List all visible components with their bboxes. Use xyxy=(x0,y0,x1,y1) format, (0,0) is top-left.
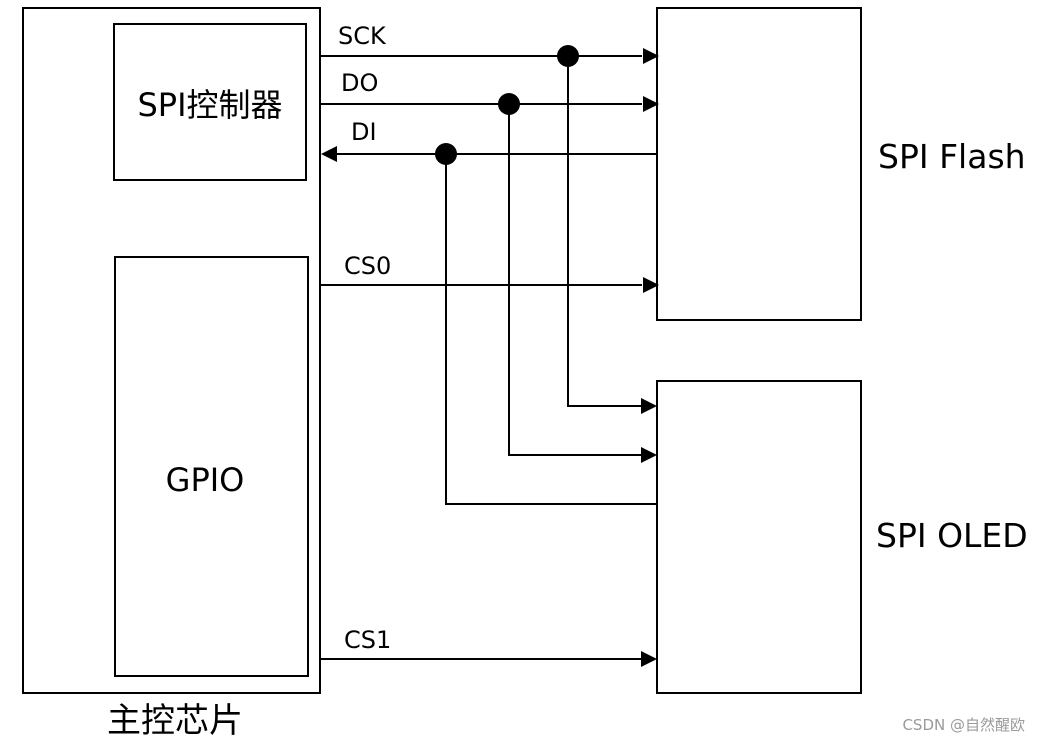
spi-oled-label: SPI OLED xyxy=(876,516,1028,555)
cs1-line xyxy=(320,651,657,667)
main-chip-box xyxy=(22,7,321,694)
cs1-label: CS1 xyxy=(344,626,391,654)
main-chip-label: 主控芯片 xyxy=(107,701,243,741)
di-label: DI xyxy=(351,118,377,146)
spi-controller-label: SPI控制器 xyxy=(137,86,282,124)
sck-label: SCK xyxy=(338,22,387,50)
gpio-label: GPIO xyxy=(166,461,245,499)
watermark: CSDN @自然醒欧 xyxy=(902,716,1025,734)
spi-flash-label: SPI Flash xyxy=(878,137,1026,176)
di-line xyxy=(321,143,657,505)
do-label: DO xyxy=(341,69,378,97)
do-line xyxy=(320,93,659,463)
gpio-box xyxy=(114,256,309,677)
cs0-label: CS0 xyxy=(344,252,391,280)
spi-oled-box xyxy=(656,380,862,694)
cs0-line xyxy=(320,277,659,293)
spi-controller-box xyxy=(113,23,307,181)
spi-flash-box xyxy=(656,7,862,321)
sck-line xyxy=(320,45,659,414)
